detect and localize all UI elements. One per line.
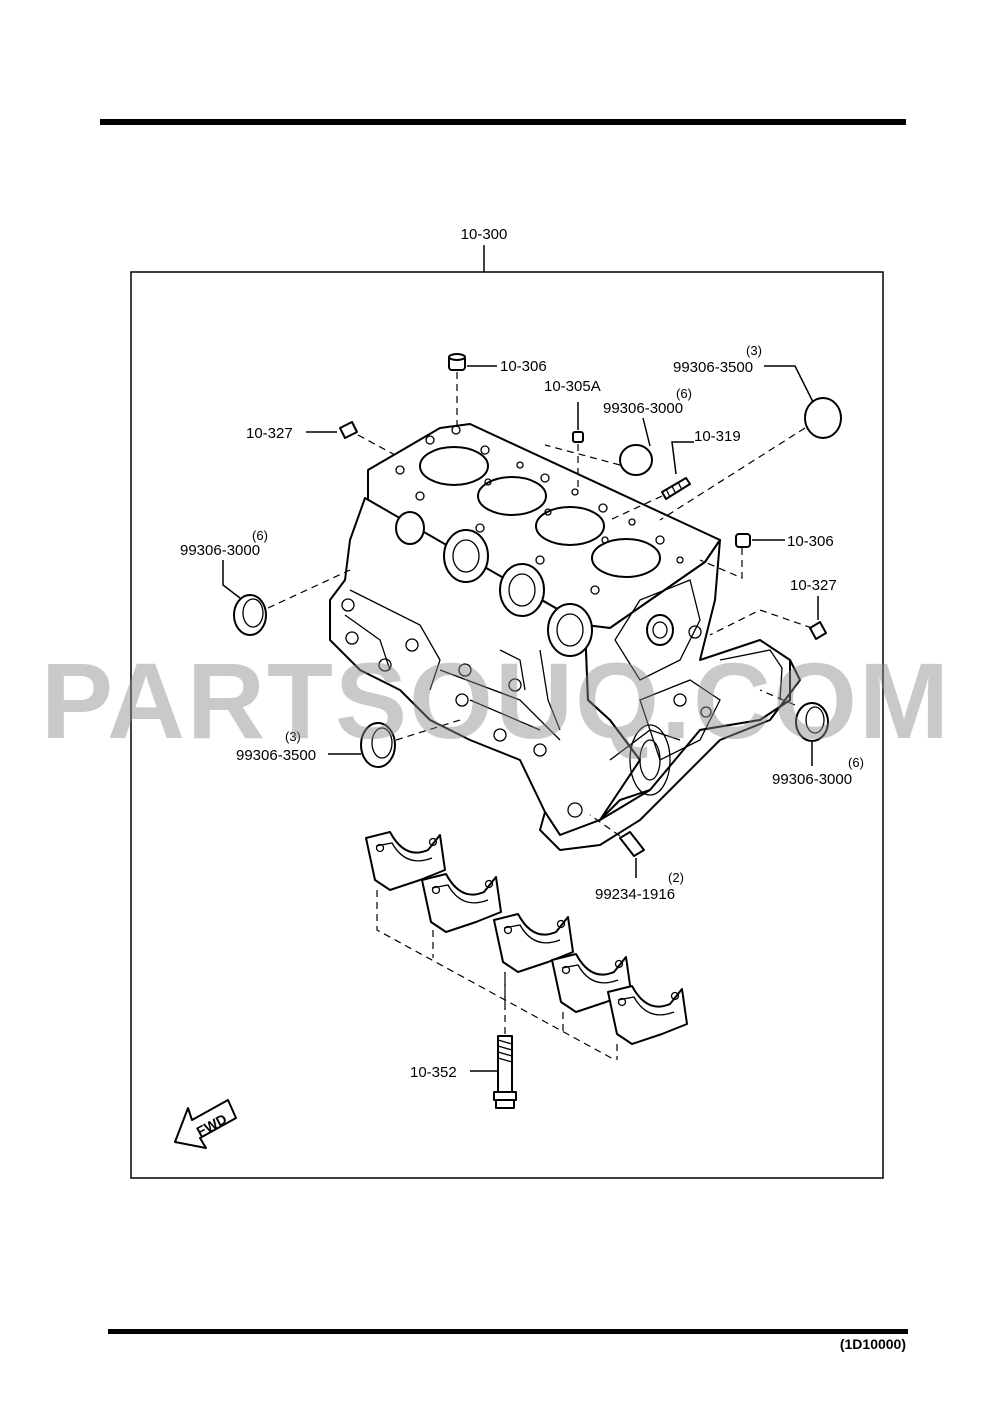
main-bearing-caps[interactable] <box>365 831 688 1045</box>
svg-text:99306-3000: 99306-3000 <box>603 400 683 417</box>
dowel-10-305a[interactable]: 10-305A <box>544 378 601 490</box>
svg-text:99234-1916: 99234-1916 <box>595 886 675 903</box>
svg-text:(6): (6) <box>848 755 864 770</box>
svg-text:10-352: 10-352 <box>410 1064 457 1081</box>
svg-text:10-306: 10-306 <box>787 533 834 550</box>
assembly-frame <box>130 271 884 1179</box>
svg-text:(2): (2) <box>668 870 684 885</box>
bolt-10-352[interactable]: 10-352 <box>410 972 517 1109</box>
svg-text:10-327: 10-327 <box>790 577 837 594</box>
svg-text:(3): (3) <box>285 729 301 744</box>
bearing-cap-1[interactable] <box>365 831 446 891</box>
svg-text:(6): (6) <box>676 386 692 401</box>
svg-text:99306-3500: 99306-3500 <box>673 359 753 376</box>
bearing-cap-3[interactable] <box>493 913 574 973</box>
cylinder-block[interactable] <box>329 423 801 851</box>
plug-top-10-306[interactable]: 10-306 <box>448 353 547 428</box>
plug-left-10-327[interactable]: 10-327 <box>246 421 396 456</box>
plug-99306-3000-left[interactable]: (6) 99306-3000 <box>180 528 351 636</box>
footer-rule <box>108 1329 908 1334</box>
bearing-cap-5[interactable] <box>607 985 688 1045</box>
plug-99306-3000-right[interactable]: (6) 99306-3000 <box>759 689 864 788</box>
watermark: PARTSOUQ.COM <box>41 640 951 761</box>
svg-text:10-319: 10-319 <box>694 428 741 445</box>
svg-text:10-327: 10-327 <box>246 425 293 442</box>
plug-99306-3000-top[interactable]: (6) 99306-3000 <box>544 386 692 476</box>
svg-text:(6): (6) <box>252 528 268 543</box>
svg-text:(3): (3) <box>746 343 762 358</box>
fwd-arrow-icon: FWD <box>174 1099 237 1149</box>
svg-text:99306-3500: 99306-3500 <box>236 747 316 764</box>
plug-right-10-306[interactable]: 10-306 <box>699 533 834 579</box>
header-rule <box>100 119 906 125</box>
plug-large-99306-3500-top[interactable]: (3) 99306-3500 <box>659 343 842 521</box>
svg-text:10-306: 10-306 <box>500 358 547 375</box>
footer-code: (1D10000) <box>840 1336 906 1352</box>
dowel-99234-1916[interactable]: (2) 99234-1916 <box>589 814 684 903</box>
svg-text:99306-3000: 99306-3000 <box>772 771 852 788</box>
assembly-label[interactable]: 10-300 <box>461 226 508 243</box>
svg-text:99306-3000: 99306-3000 <box>180 542 260 559</box>
stud-10-319[interactable]: 10-319 <box>609 428 741 521</box>
plug-99306-3500-left[interactable]: (3) 99306-3500 <box>236 719 461 768</box>
bearing-cap-2[interactable] <box>421 873 502 933</box>
plug-right-10-327[interactable]: 10-327 <box>709 577 837 640</box>
svg-text:10-305A: 10-305A <box>544 378 601 395</box>
